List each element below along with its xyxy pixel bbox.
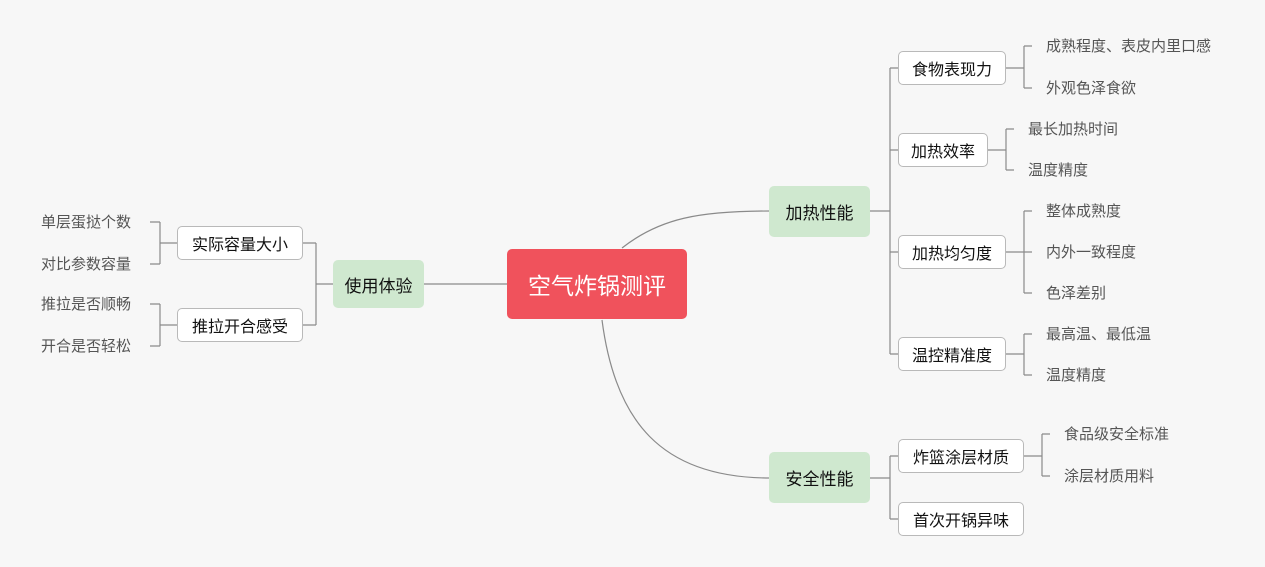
node-heating-uniformity[interactable]: 加热均匀度: [898, 235, 1006, 269]
link-usage-children: [303, 242, 333, 326]
leaf-item: 色泽差别: [1046, 284, 1107, 302]
leaf-item: 开合是否轻松: [41, 337, 132, 355]
node-basket-coating[interactable]: 炸篮涂层材质: [898, 439, 1024, 473]
leaf-item: 最高温、最低温: [1046, 325, 1152, 343]
leaf-item: 食品级安全标准: [1064, 425, 1170, 443]
leaf-item: 内外一致程度: [1046, 243, 1137, 261]
link-capacity-leaves: [150, 221, 177, 265]
node-food-performance[interactable]: 食物表现力: [898, 51, 1006, 85]
leaf-item: 推拉是否顺畅: [41, 295, 132, 313]
branch-usage[interactable]: 使用体验: [333, 260, 424, 308]
branch-safety[interactable]: 安全性能: [769, 452, 870, 503]
link-efficiency-leaves: [988, 128, 1014, 171]
branch-heating[interactable]: 加热性能: [769, 186, 870, 237]
node-temp-control[interactable]: 温控精准度: [898, 337, 1006, 371]
node-push-pull-feel[interactable]: 推拉开合感受: [177, 308, 303, 342]
link-coating-leaves: [1024, 433, 1050, 477]
node-first-open-odor[interactable]: 首次开锅异味: [898, 502, 1024, 536]
leaf-item: 温度精度: [1046, 366, 1107, 384]
leaf-item: 成熟程度、表皮内里口感: [1046, 37, 1212, 55]
link-safety-children: [870, 455, 898, 520]
node-heating-efficiency[interactable]: 加热效率: [898, 133, 988, 167]
link-pushpull-leaves: [150, 303, 177, 347]
leaf-item: 最长加热时间: [1028, 120, 1119, 138]
leaf-item: 温度精度: [1028, 161, 1089, 179]
leaf-item: 涂层材质用料: [1064, 467, 1155, 485]
node-actual-capacity[interactable]: 实际容量大小: [177, 226, 303, 260]
leaf-item: 对比参数容量: [41, 255, 132, 273]
link-temp-leaves: [1006, 333, 1032, 376]
root-node[interactable]: 空气炸锅测评: [507, 249, 687, 319]
leaf-item: 整体成熟度: [1046, 202, 1122, 220]
leaf-item: 外观色泽食欲: [1046, 79, 1137, 97]
link-uniformity-leaves: [1006, 210, 1032, 294]
link-root-safety: [601, 319, 771, 479]
leaf-item: 单层蛋挞个数: [41, 213, 132, 231]
link-heating-children: [870, 67, 898, 355]
link-root-heating: [621, 210, 771, 249]
link-food-leaves: [1006, 45, 1032, 89]
